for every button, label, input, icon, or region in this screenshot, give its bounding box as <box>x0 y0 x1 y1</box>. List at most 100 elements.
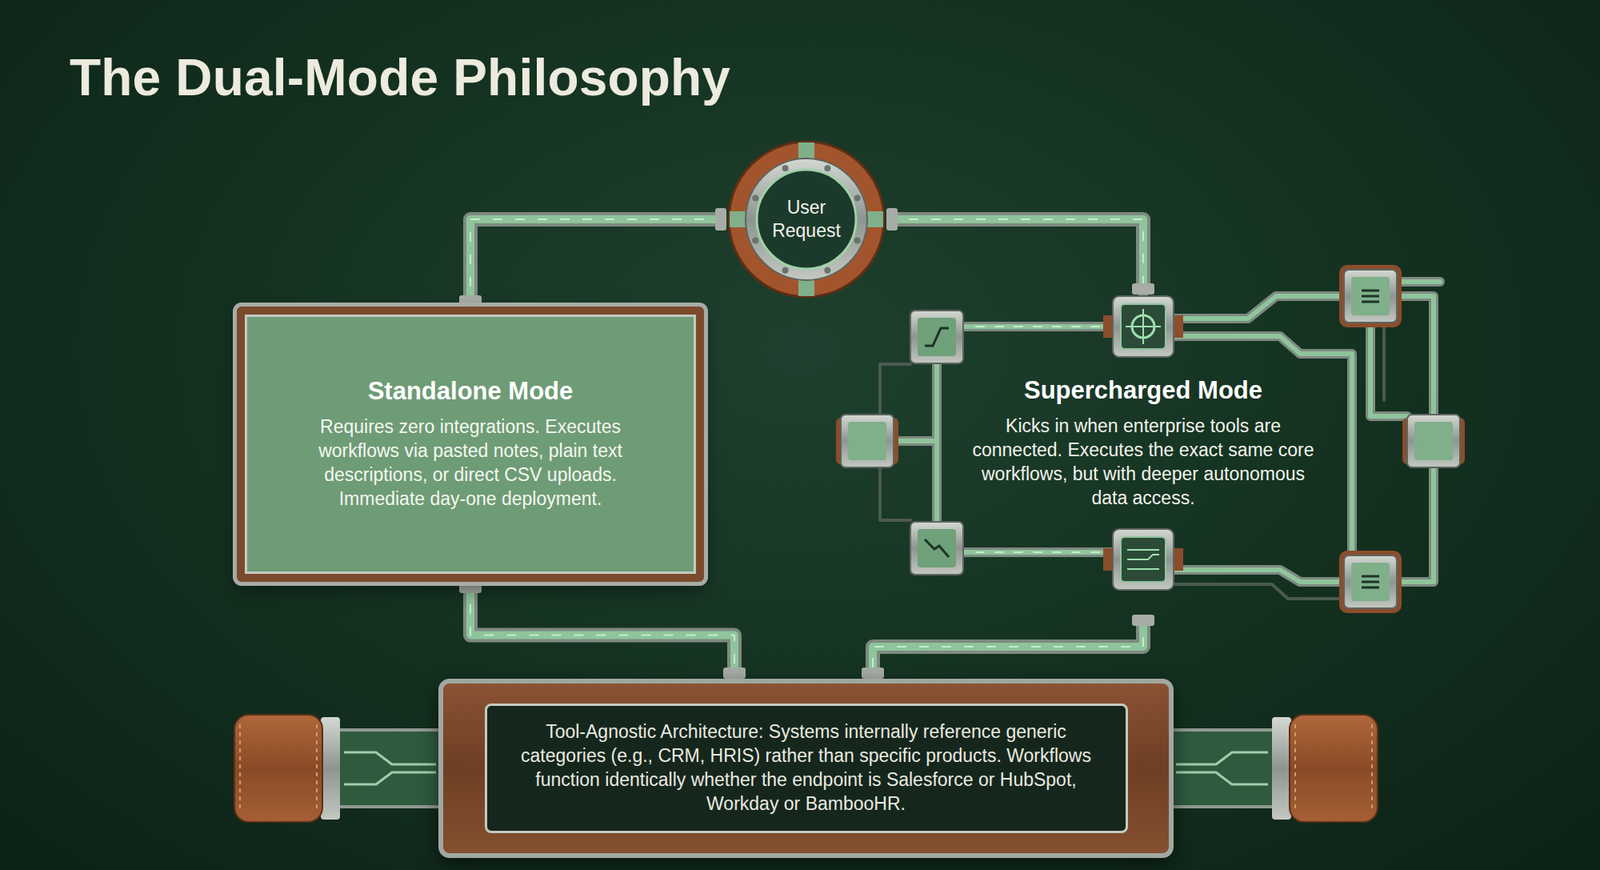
tube-connector <box>338 729 443 807</box>
architecture-bar: Tool-Agnostic Architecture: Systems inte… <box>438 678 1174 858</box>
hub-ring <box>728 141 884 297</box>
circuit-chip <box>1339 264 1402 328</box>
circuit-wire <box>1173 296 1344 319</box>
hub-ring <box>824 164 831 172</box>
tube-connector <box>1295 724 1372 812</box>
circuit-wire <box>1396 296 1434 415</box>
tube-connector <box>1169 729 1274 807</box>
mode-panel: Standalone ModeRequires zero integration… <box>236 306 704 582</box>
circuit-wire <box>893 438 937 444</box>
circuit-chip <box>1402 414 1465 468</box>
circuit-chip <box>1339 264 1402 328</box>
circuit-chip <box>917 528 956 568</box>
circuit-chip <box>1103 528 1184 590</box>
circuit-chip <box>1339 550 1402 613</box>
circuit-wire <box>1396 279 1440 284</box>
circuit-wire <box>1173 296 1344 319</box>
circuit-chip <box>917 317 956 356</box>
circuit-wire <box>963 321 1113 332</box>
hub-ring <box>752 195 759 202</box>
mode-circuit: Supercharged ModeKicks in when enterpris… <box>832 294 1455 615</box>
circuit-chip <box>1112 296 1174 357</box>
circuit-chip <box>1339 550 1402 613</box>
circuit-wire <box>1173 584 1352 599</box>
circuit-chip <box>840 414 894 468</box>
pipe-connector <box>872 614 1144 679</box>
circuit-wire <box>963 547 1113 557</box>
hub-ring <box>756 169 856 269</box>
circuit-chip <box>1173 315 1184 338</box>
request-hub: User Request <box>726 139 887 300</box>
pipe-connector <box>886 219 1144 295</box>
pipe-connector <box>861 614 1155 679</box>
circuit-chip <box>1120 536 1166 582</box>
circuit-chip <box>1112 528 1174 590</box>
hub-ring <box>729 211 746 228</box>
tube-connector <box>320 716 340 820</box>
pipe-connector <box>459 581 746 679</box>
circuit-wire <box>976 325 1104 328</box>
circuit-wire <box>880 364 911 415</box>
pipe-connector <box>872 614 1144 679</box>
pipe-connector <box>886 219 1144 295</box>
pipe-collar <box>886 208 898 231</box>
pipe-connector <box>470 219 727 307</box>
pipe-connector <box>470 581 735 679</box>
circuit-chip <box>1407 414 1460 468</box>
pipe-connector <box>470 581 735 679</box>
circuit-wire <box>963 549 1113 555</box>
hub-ring <box>745 158 868 280</box>
pipe-connector <box>886 219 1144 295</box>
pipe-collar <box>459 295 482 307</box>
pipe-collar <box>861 667 884 679</box>
circuit-wire <box>893 436 937 446</box>
tube-connector <box>1272 716 1292 820</box>
circuit-wire <box>880 467 911 520</box>
diagram-title: The Dual-Mode Philosophy <box>69 48 731 108</box>
hub-ring <box>867 211 884 228</box>
tube-connector <box>234 714 323 822</box>
pipe-connector <box>886 208 1155 295</box>
circuit-wire <box>1173 569 1344 582</box>
pipe-connector <box>470 219 727 307</box>
hub-ring <box>854 195 861 202</box>
circuit-chip <box>910 521 964 575</box>
circuit-chip <box>836 414 899 468</box>
pipe-collar <box>459 581 482 593</box>
pipe-connector <box>459 208 727 307</box>
circuit-chip <box>1173 548 1184 571</box>
node-text: Tool-Agnostic Architecture: Systems inte… <box>484 703 1128 833</box>
pipe-collar <box>1132 614 1155 626</box>
node-text: Requires zero integrations. Executes wor… <box>288 415 653 512</box>
circuit-wire <box>1173 569 1344 582</box>
circuit-chip <box>1120 304 1166 349</box>
node-heading: Supercharged Mode <box>1024 376 1263 405</box>
circuit-chip <box>1125 308 1161 344</box>
tube-connector <box>344 752 436 784</box>
circuit-chip <box>924 539 949 557</box>
hub-ring <box>782 267 789 274</box>
pipe-connector <box>470 219 727 307</box>
circuit-wire <box>1396 467 1434 582</box>
pipe-connector <box>872 614 1144 679</box>
circuit-chip <box>1361 576 1380 588</box>
circuit-chip <box>836 264 1465 613</box>
pipe-collar <box>1132 283 1155 295</box>
circuit-chip <box>910 310 964 364</box>
tube-connector <box>1176 752 1268 784</box>
circuit-wire <box>976 551 1104 553</box>
circuit-chip <box>1103 296 1184 357</box>
circuit-chip <box>910 310 964 364</box>
circuit-chip <box>1103 315 1113 338</box>
circuit-wire <box>1396 276 1440 287</box>
circuit-wire <box>1370 322 1408 416</box>
circuit-chip <box>1344 269 1397 323</box>
circuit-wire <box>963 324 1113 329</box>
circuit-wire <box>1370 322 1408 416</box>
circuit-chip <box>1351 276 1390 316</box>
circuit-chip <box>1361 290 1380 302</box>
circuit-chip <box>1414 421 1453 460</box>
hub-ring <box>726 139 887 300</box>
circuit-wire <box>1396 296 1434 415</box>
